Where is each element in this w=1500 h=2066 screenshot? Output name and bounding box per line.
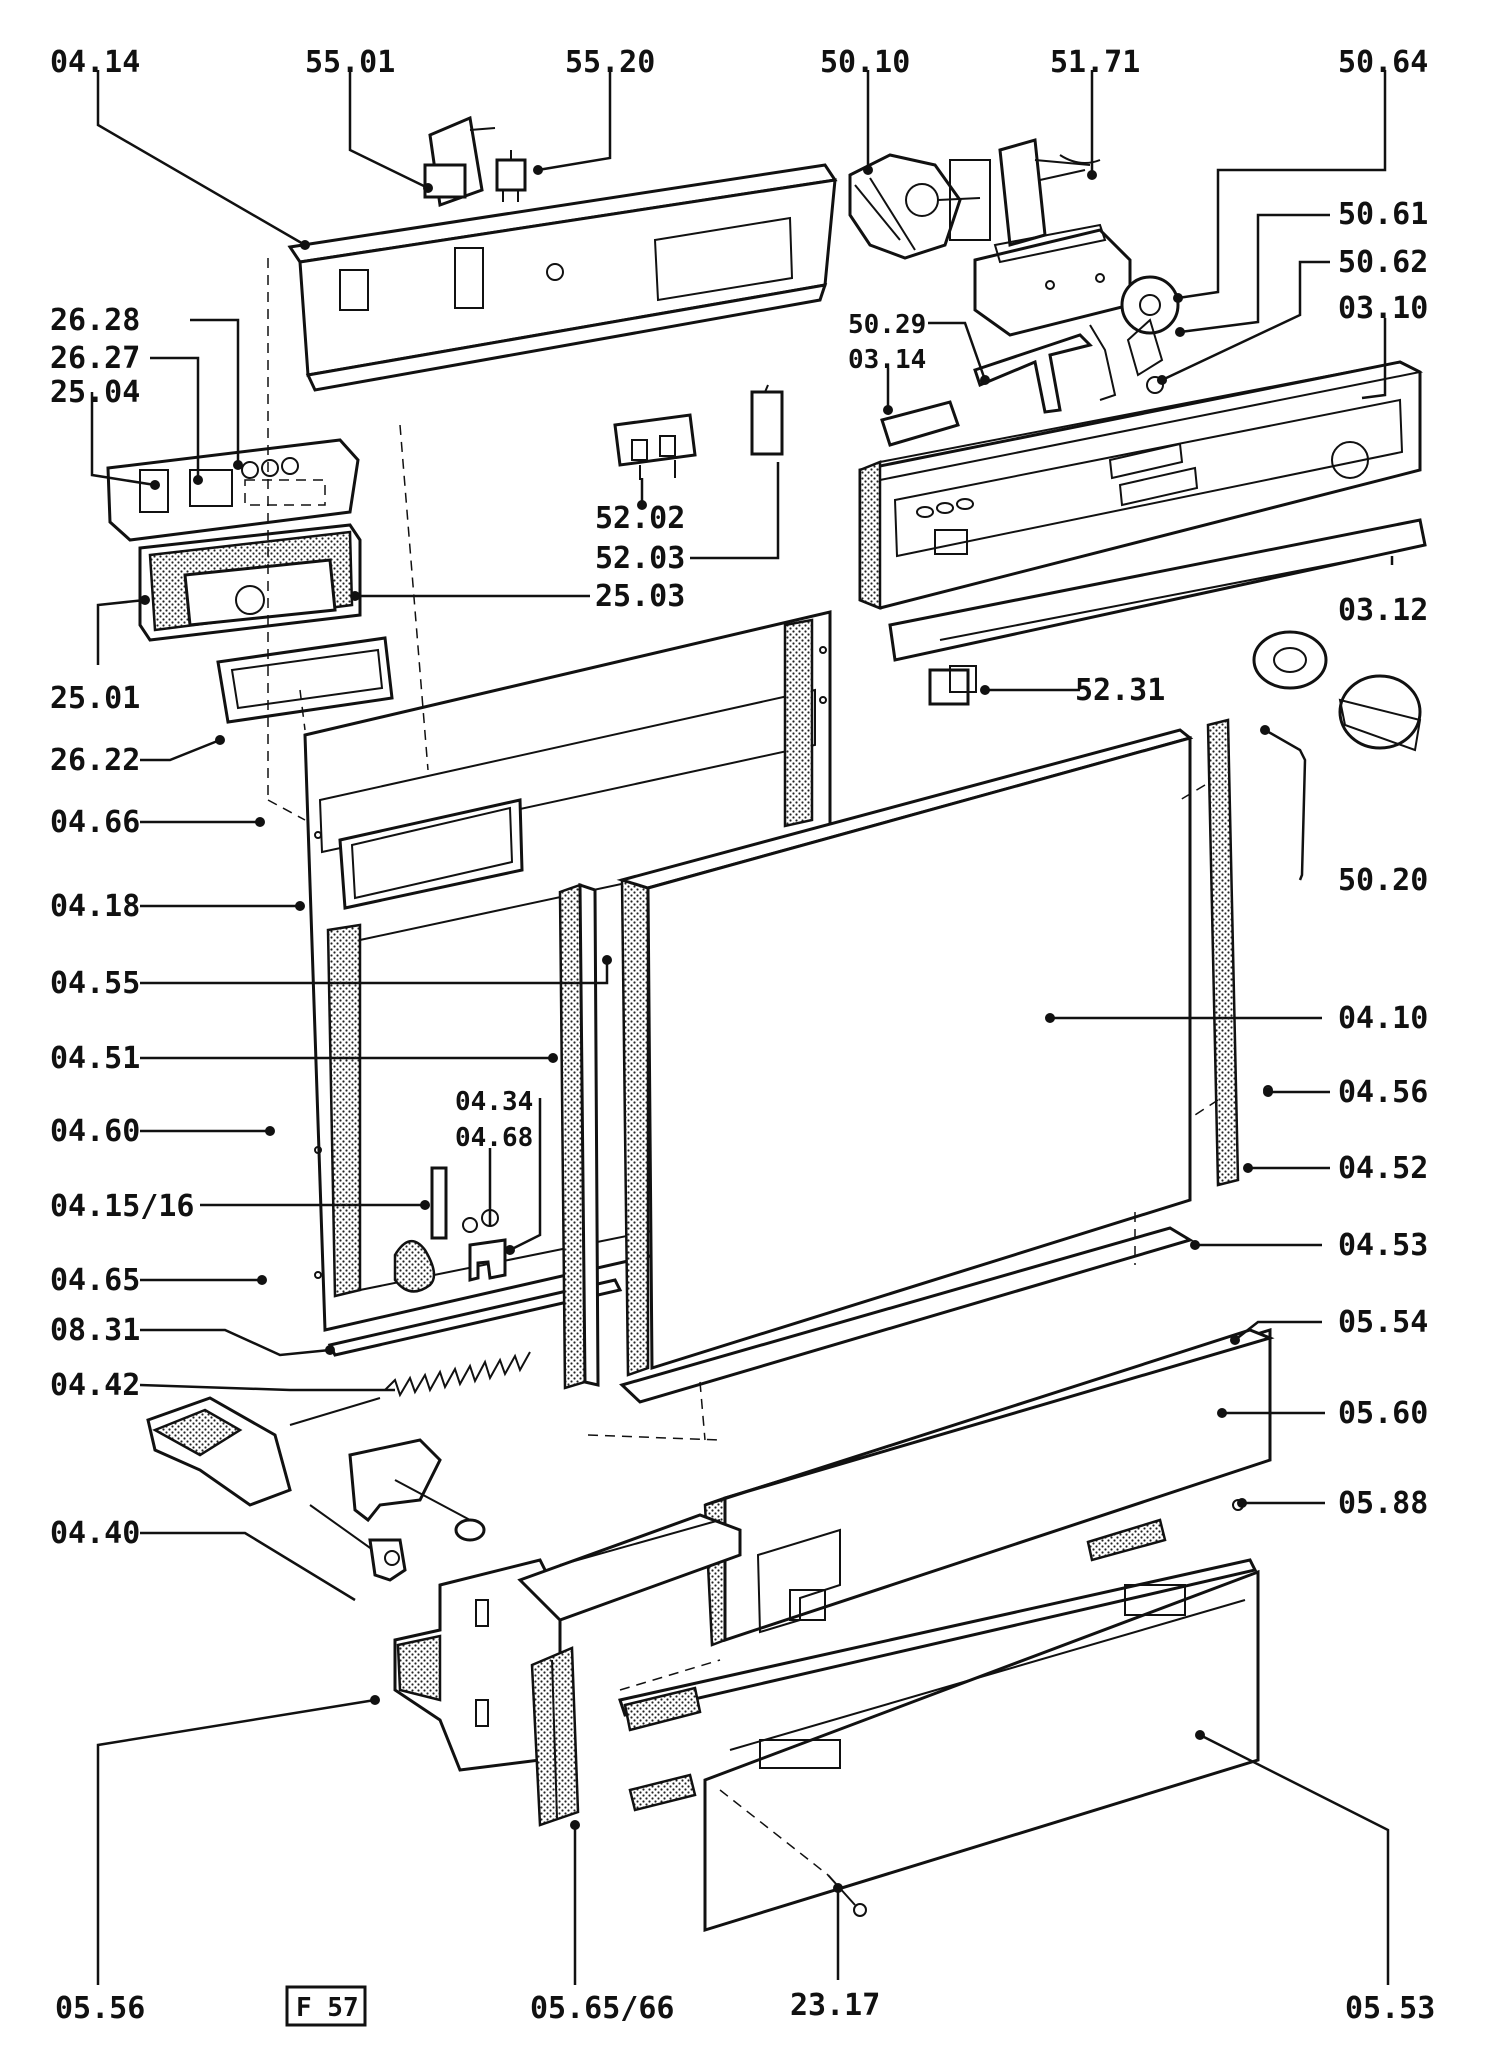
label-04-18: 04.18: [50, 889, 140, 924]
door-switch-bracket: [750, 384, 784, 456]
timer-motor: [848, 153, 991, 260]
door-spring: [289, 1351, 531, 1426]
label-50-20: 50.20: [1338, 863, 1428, 898]
label-04-10: 04.10: [1338, 1001, 1428, 1036]
label-51-71: 51.71: [1050, 45, 1140, 80]
label-04-53: 04.53: [1338, 1228, 1428, 1263]
micro-switch-part: [495, 150, 527, 202]
sheet-code: F 57: [296, 1993, 359, 2023]
dispenser-gasket: [216, 636, 394, 724]
label-05-60: 05.60: [1338, 1396, 1428, 1431]
door-bottom-rail: [619, 1226, 1194, 1404]
program-switch-block: [973, 223, 1132, 337]
label-04-51: 04.51: [50, 1041, 140, 1076]
fascia-trim-strip: [888, 518, 1427, 662]
label-04-56: 04.56: [1338, 1075, 1428, 1110]
label-26-22: 26.22: [50, 743, 140, 778]
button-strip: [880, 400, 960, 447]
label-05-53: 05.53: [1345, 1991, 1435, 2026]
program-knob: [1252, 630, 1422, 752]
label-25-01: 25.01: [50, 681, 140, 716]
label-04-68: 04.68: [455, 1123, 533, 1153]
dispenser-body: [138, 523, 362, 642]
hinge-bracket-assembly: [146, 1396, 486, 1582]
top-mounting-rail: [287, 163, 838, 392]
base-vertical-support: [530, 1646, 580, 1827]
label-50-64: 50.64: [1338, 45, 1428, 80]
door-hinge-parts: [393, 1166, 507, 1293]
label-25-03: 25.03: [595, 579, 685, 614]
indicator-lamp: [928, 665, 977, 706]
alignment-dashed-lines: [267, 258, 1219, 1876]
relay-part: [423, 115, 496, 208]
base-slide-rail: [517, 1513, 742, 1622]
label-04-55: 04.55: [50, 966, 140, 1001]
label-52-02: 52.02: [595, 501, 685, 536]
wiring-harness: [998, 138, 1101, 247]
label-25-04: 25.04: [50, 375, 140, 410]
label-04-34: 04.34: [455, 1087, 533, 1117]
label-05-54: 05.54: [1338, 1305, 1428, 1340]
label-50-10: 50.10: [820, 45, 910, 80]
leader-lines: [90, 70, 1394, 1985]
label-26-27: 26.27: [50, 341, 140, 376]
base-side-bracket: [393, 1558, 562, 1772]
label-04-60: 04.60: [50, 1114, 140, 1149]
spring-clip: [1126, 318, 1164, 394]
right-door-seal: [1206, 718, 1273, 1187]
front-panel-gasket: [620, 872, 650, 1377]
label-04-15-16: 04.15/16: [50, 1189, 195, 1224]
label-50-62: 50.62: [1338, 245, 1428, 280]
label-50-29: 50.29: [848, 310, 926, 340]
label-03-12: 03.12: [1338, 593, 1428, 628]
label-04-65: 04.65: [50, 1263, 140, 1298]
control-panel-fascia: [858, 360, 1424, 610]
label-04-42: 04.42: [50, 1368, 140, 1403]
label-05-88: 05.88: [1338, 1486, 1428, 1521]
label-04-66: 04.66: [50, 805, 140, 840]
label-05-65-66: 05.65/66: [530, 1991, 675, 2026]
label-26-28: 26.28: [50, 303, 140, 338]
label-23-17: 23.17: [790, 1988, 880, 2023]
label-52-03: 52.03: [595, 541, 685, 576]
part-labels: 04.14 55.01 55.20 50.10 51.71 50.64 50.6…: [50, 45, 1435, 2026]
leader-dots: [140, 165, 1273, 1893]
label-50-61: 50.61: [1338, 197, 1428, 232]
label-03-10: 03.10: [1338, 291, 1428, 326]
dispenser-cover: [106, 438, 360, 542]
switch-linkage: [973, 324, 1117, 414]
label-08-31: 08.31: [50, 1313, 140, 1348]
label-04-14: 04.14: [50, 45, 140, 80]
outer-door-panel: [616, 728, 1194, 1371]
door-switch: [613, 413, 697, 480]
base-plinth: [618, 1518, 1260, 1933]
cam-wheel: [1120, 275, 1180, 335]
label-55-20: 55.20: [565, 45, 655, 80]
label-52-31: 52.31: [1075, 673, 1165, 708]
label-03-14: 03.14: [848, 345, 926, 375]
label-04-52: 04.52: [1338, 1151, 1428, 1186]
label-05-56: 05.56: [55, 1991, 145, 2026]
label-55-01: 55.01: [305, 45, 395, 80]
label-04-40: 04.40: [50, 1516, 140, 1551]
sheet-code-box: F 57: [285, 1985, 367, 2027]
left-door-seal: [558, 882, 600, 1390]
